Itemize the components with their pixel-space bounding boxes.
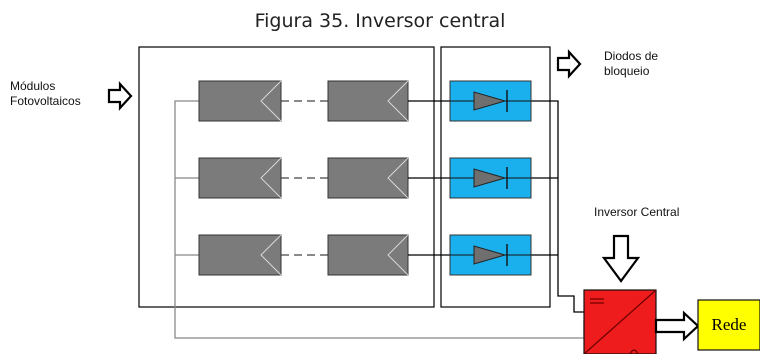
modules-label-line2: Fotovoltaicos <box>10 94 81 108</box>
pv-module-symbol <box>260 80 282 122</box>
diodes-label: Diodos de bloqueio <box>604 49 704 79</box>
diode-triangle <box>473 91 507 111</box>
diodes-label-line1: Diodos de <box>604 49 659 63</box>
inverter-label: Inversor Central <box>594 205 680 219</box>
grid-box <box>697 299 760 351</box>
inverter-to-grid-arrow-icon <box>654 310 700 342</box>
positive-bus-wire <box>531 100 584 313</box>
modules-arrow-icon <box>107 81 133 111</box>
diode-triangle <box>473 245 507 265</box>
diodes-label-line2: bloqueio <box>604 64 650 78</box>
modules-label-line1: Módulos <box>10 79 56 93</box>
pv-module <box>327 80 409 122</box>
negative-bus-wire <box>174 100 585 339</box>
string-row-1 <box>198 80 532 122</box>
diode-triangle <box>473 168 507 188</box>
pv-module <box>198 157 282 199</box>
pv-module-symbol <box>260 157 282 199</box>
pv-module-symbol <box>387 157 409 199</box>
diodes-enclosure <box>440 46 551 308</box>
inverter-down-arrow-icon <box>601 234 641 283</box>
string-row-2 <box>198 157 532 199</box>
pv-module-symbol <box>387 234 409 276</box>
diodes-arrow-icon <box>556 49 582 79</box>
figure-caption: Figura 35. Inversor central <box>254 10 506 32</box>
pv-module <box>327 234 409 276</box>
inverter-ac-symbol <box>629 349 639 354</box>
central-inverter <box>583 289 657 354</box>
string-row-3 <box>198 234 532 276</box>
grid-label: Rede <box>711 315 747 334</box>
pv-module <box>327 157 409 199</box>
modules-enclosure <box>138 46 435 308</box>
pv-module <box>198 80 282 122</box>
pv-module <box>198 234 282 276</box>
pv-module-symbol <box>387 80 409 122</box>
inverter-diagonal <box>583 289 657 354</box>
modules-label: Módulos Fotovoltaicos <box>10 79 102 109</box>
pv-module-symbol <box>260 234 282 276</box>
